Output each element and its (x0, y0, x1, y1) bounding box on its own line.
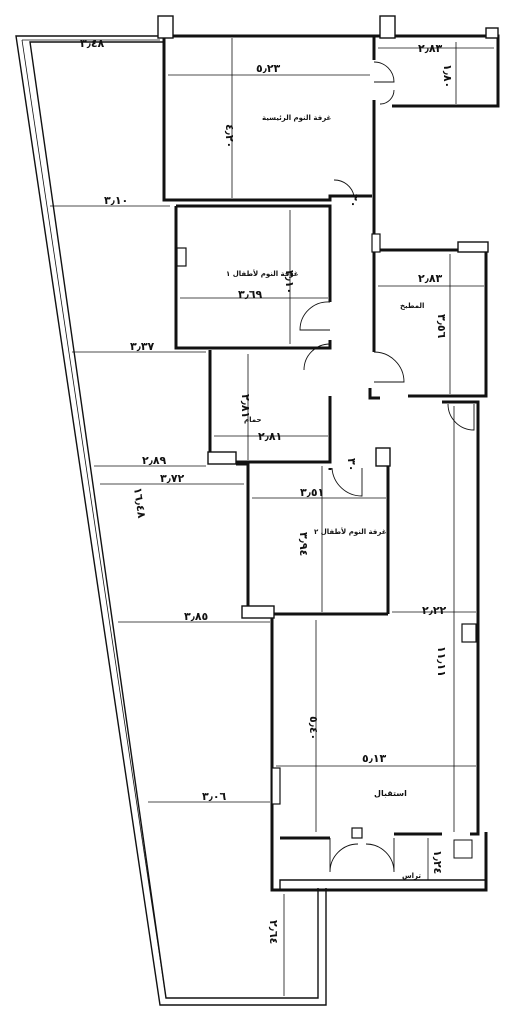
dim-kids1-height: ٣٫١٠ (283, 270, 296, 294)
room-kids-bedroom-1: غرفة النوم لأطفال ١ (226, 269, 299, 278)
dim-kids2-width: ٣٫٥١ (300, 486, 324, 499)
room-kids-bedroom-2: غرفة النوم لأطفال ٢ (314, 527, 387, 536)
dim-balcony-1: ٣٫١٠ (104, 194, 128, 207)
room-terrace: تراس (402, 872, 421, 880)
dim-master-width: ٥٫٢٣ (256, 62, 281, 75)
dim-diagonal: ١٦٫٤٨ (131, 487, 148, 520)
top-right-room-walls (374, 15, 500, 108)
room-labels: غرفة النوم الرئيسية غرفة النوم لأطفال ١ … (226, 114, 424, 880)
room-kitchen: المطبخ (400, 302, 424, 310)
living-walls (270, 400, 488, 892)
dim-kitchen-width: ٢٫٨٣ (418, 272, 443, 285)
dim-door-mid: ٣٠ (345, 458, 358, 471)
dim-kids2-height: ٣٫٩٤ (297, 532, 310, 556)
dim-balcony-5: ٣٫٠٦ (202, 790, 227, 803)
dim-kids1-width: ٣٫٦٩ (238, 288, 263, 301)
dim-top-right-width: ٢٫٨٣ (418, 42, 443, 55)
room-bathroom: حمام (244, 416, 262, 424)
room-living: استقبال (374, 789, 407, 798)
dim-top-right-height: ١٫٨٠ (441, 64, 454, 88)
dim-balcony-4: ٣٫٨٥ (184, 610, 209, 623)
dim-kitchen-height: ٣٫٥٦ (435, 314, 448, 339)
dim-living-inner: ٥٫٤٠ (307, 716, 320, 740)
dim-master-height: ٤٫٢٠ (223, 124, 236, 148)
dim-terrace: ١٫٢٤ (431, 850, 444, 874)
dim-bath-height: ٢٫٨١ (239, 394, 252, 418)
kitchen-walls (368, 233, 489, 400)
kids-bedroom-2-walls (236, 447, 391, 619)
dim-door-top: ٣٠ (347, 194, 360, 207)
dim-right-width: ٢٫٢٢ (422, 604, 447, 617)
dim-balcony-2: ٣٫٣٧ (130, 340, 155, 353)
room-master-bedroom: غرفة النوم الرئيسية (262, 114, 332, 122)
dimension-lines (21, 38, 494, 999)
dim-living-height: ١١٫١١ (435, 646, 448, 677)
doors (299, 61, 475, 873)
dim-top-left: ٣٫٤٨ (80, 37, 105, 50)
dimension-labels: ٣٫٤٨ ٥٫٢٣ ٤٫٢٠ ٢٫٨٣ ١٫٨٠ ٣٫١٠ ٣٠ ٣٫٦٩ ٣٫… (80, 37, 454, 944)
balcony-outline (15, 35, 327, 1006)
dim-balcony-3a: ٢٫٨٩ (142, 454, 167, 467)
dim-bottom: ٢٫٦٤ (267, 920, 280, 944)
bathroom-walls (207, 350, 332, 465)
dim-balcony-3b: ٣٫٧٢ (160, 472, 185, 485)
dim-living-width: ٥٫١٣ (362, 752, 387, 765)
terrace-walls (279, 879, 486, 890)
master-bedroom-walls (157, 15, 376, 250)
dim-bath-width: ٢٫٨١ (258, 430, 282, 443)
